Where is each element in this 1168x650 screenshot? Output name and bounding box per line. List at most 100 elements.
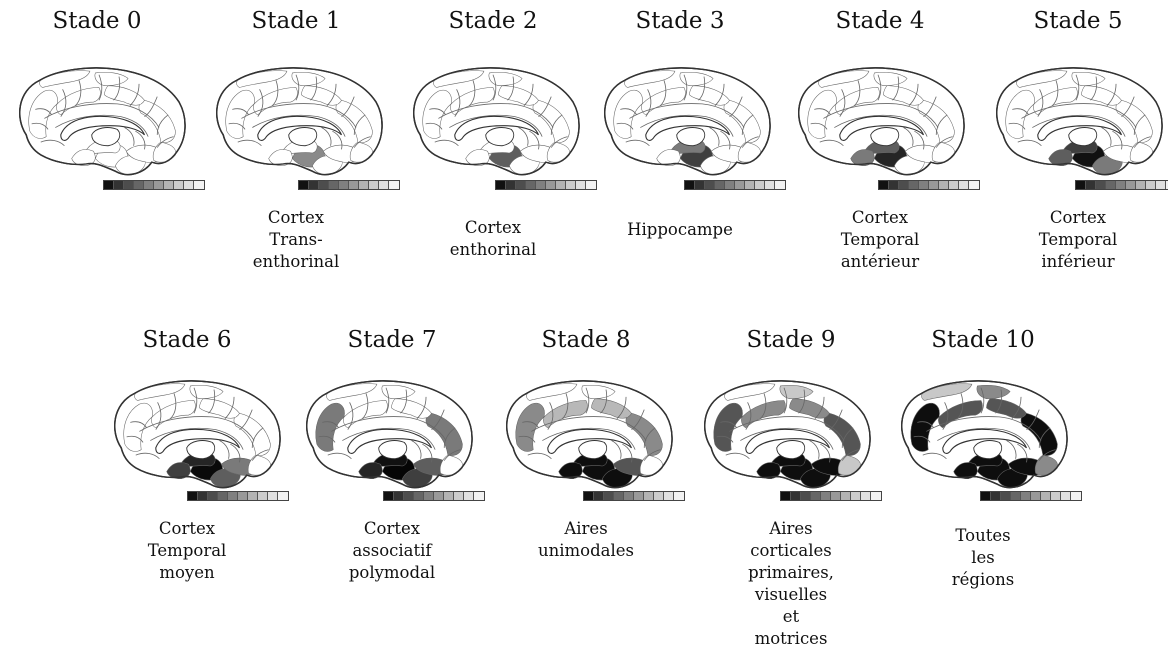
scale-swatch (379, 181, 389, 189)
stage-caption: Aires unimodales (538, 518, 634, 562)
scale-swatch (546, 181, 556, 189)
scale-swatch (444, 492, 454, 500)
brain-medial-view (787, 62, 969, 184)
scale-swatch (1071, 492, 1081, 500)
brain-medial-view (890, 375, 1072, 497)
scale-swatch (871, 492, 881, 500)
scale-swatch (959, 181, 969, 189)
stage-title: Stade 1 (252, 8, 341, 34)
scale-swatch (576, 181, 586, 189)
scale-swatch (299, 181, 309, 189)
scale-swatch (384, 492, 394, 500)
scale-swatch (124, 181, 134, 189)
gray-scale-legend (684, 180, 786, 190)
scale-swatch (654, 492, 664, 500)
scale-swatch (144, 181, 154, 189)
scale-swatch (644, 492, 654, 500)
scale-swatch (556, 181, 566, 189)
scale-swatch (929, 181, 939, 189)
scale-swatch (614, 492, 624, 500)
scale-swatch (238, 492, 248, 500)
brain-medial-view (8, 62, 190, 184)
stage-caption: Cortex enthorinal (450, 217, 536, 261)
scale-swatch (208, 492, 218, 500)
scale-swatch (278, 492, 288, 500)
scale-swatch (464, 492, 474, 500)
brain-medial-view (205, 62, 387, 184)
stage-title: Stade 10 (931, 327, 1035, 353)
brain-medial-view (402, 62, 584, 184)
scale-swatch (695, 181, 705, 189)
scale-swatch (319, 181, 329, 189)
scale-swatch (1106, 181, 1116, 189)
gray-scale-legend (495, 180, 597, 190)
gray-scale-legend (583, 491, 685, 501)
scale-swatch (424, 492, 434, 500)
scale-swatch (194, 181, 204, 189)
scale-swatch (228, 492, 238, 500)
scale-swatch (755, 181, 765, 189)
scale-swatch (664, 492, 674, 500)
stage-title: Stade 7 (348, 327, 437, 353)
stage-title: Stade 8 (542, 327, 631, 353)
thalamus (92, 128, 120, 146)
scale-swatch (949, 181, 959, 189)
stage-caption: Cortex Trans- enthorinal (253, 207, 340, 273)
scale-swatch (1096, 181, 1106, 189)
thalamus (871, 128, 899, 146)
scale-swatch (389, 181, 399, 189)
scale-swatch (831, 492, 841, 500)
scale-swatch (775, 181, 785, 189)
scale-swatch (791, 492, 801, 500)
scale-swatch (496, 181, 506, 189)
scale-swatch (604, 492, 614, 500)
scale-swatch (114, 181, 124, 189)
brain-medial-view (593, 62, 775, 184)
gray-scale-legend (1075, 180, 1168, 190)
gray-scale-legend (878, 180, 980, 190)
stage-caption: Cortex Temporal antérieur (841, 207, 920, 273)
scale-swatch (566, 181, 576, 189)
brain-medial-view (295, 375, 477, 497)
thalamus (677, 128, 705, 146)
stage-caption: Cortex Temporal moyen (148, 518, 227, 584)
scale-swatch (164, 181, 174, 189)
scale-swatch (735, 181, 745, 189)
scale-swatch (1086, 181, 1096, 189)
scale-swatch (516, 181, 526, 189)
scale-swatch (198, 492, 208, 500)
scale-swatch (1136, 181, 1146, 189)
scale-swatch (981, 492, 991, 500)
scale-swatch (414, 492, 424, 500)
scale-swatch (889, 181, 899, 189)
scale-swatch (134, 181, 144, 189)
gray-scale-legend (187, 491, 289, 501)
scale-swatch (474, 492, 484, 500)
scale-swatch (1126, 181, 1136, 189)
thalamus (974, 441, 1002, 459)
scale-swatch (329, 181, 339, 189)
scale-swatch (339, 181, 349, 189)
scale-swatch (634, 492, 644, 500)
scale-swatch (154, 181, 164, 189)
scale-swatch (104, 181, 114, 189)
scale-swatch (1051, 492, 1061, 500)
scale-swatch (506, 181, 516, 189)
stage-title: Stade 2 (449, 8, 538, 34)
scale-swatch (369, 181, 379, 189)
scale-swatch (725, 181, 735, 189)
scale-swatch (349, 181, 359, 189)
brain-medial-view (103, 375, 285, 497)
thalamus (187, 441, 215, 459)
brain-medial-view (495, 375, 677, 497)
scale-swatch (309, 181, 319, 189)
scale-swatch (526, 181, 536, 189)
scale-swatch (624, 492, 634, 500)
scale-swatch (1061, 492, 1071, 500)
scale-swatch (359, 181, 369, 189)
gray-scale-legend (780, 491, 882, 501)
scale-swatch (765, 181, 775, 189)
thalamus (777, 441, 805, 459)
thalamus (1069, 128, 1097, 146)
scale-swatch (434, 492, 444, 500)
